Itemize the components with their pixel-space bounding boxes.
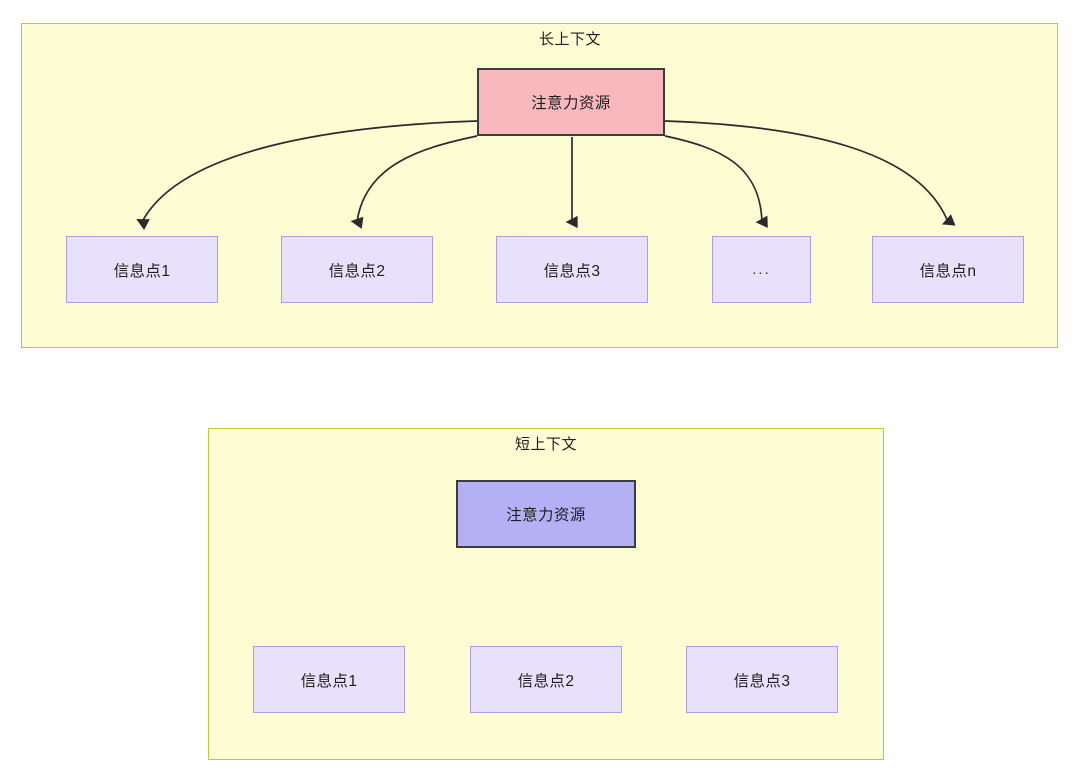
node-info-point-ellipsis-long[interactable]: ... bbox=[712, 236, 811, 303]
node-info-point-2-short[interactable]: 信息点2 bbox=[470, 646, 622, 713]
node-info-point-n-long[interactable]: 信息点n bbox=[872, 236, 1024, 303]
node-attention-resource-long[interactable]: 注意力资源 bbox=[477, 68, 665, 136]
node-info-point-2-long[interactable]: 信息点2 bbox=[281, 236, 433, 303]
panel-short-context-title: 短上下文 bbox=[514, 436, 577, 453]
panel-long-context-title: 长上下文 bbox=[538, 31, 601, 48]
node-attention-resource-short[interactable]: 注意力资源 bbox=[456, 480, 636, 548]
node-info-point-1-short[interactable]: 信息点1 bbox=[253, 646, 405, 713]
node-info-point-1-long[interactable]: 信息点1 bbox=[66, 236, 218, 303]
node-info-point-3-short[interactable]: 信息点3 bbox=[686, 646, 838, 713]
node-info-point-3-long[interactable]: 信息点3 bbox=[496, 236, 648, 303]
